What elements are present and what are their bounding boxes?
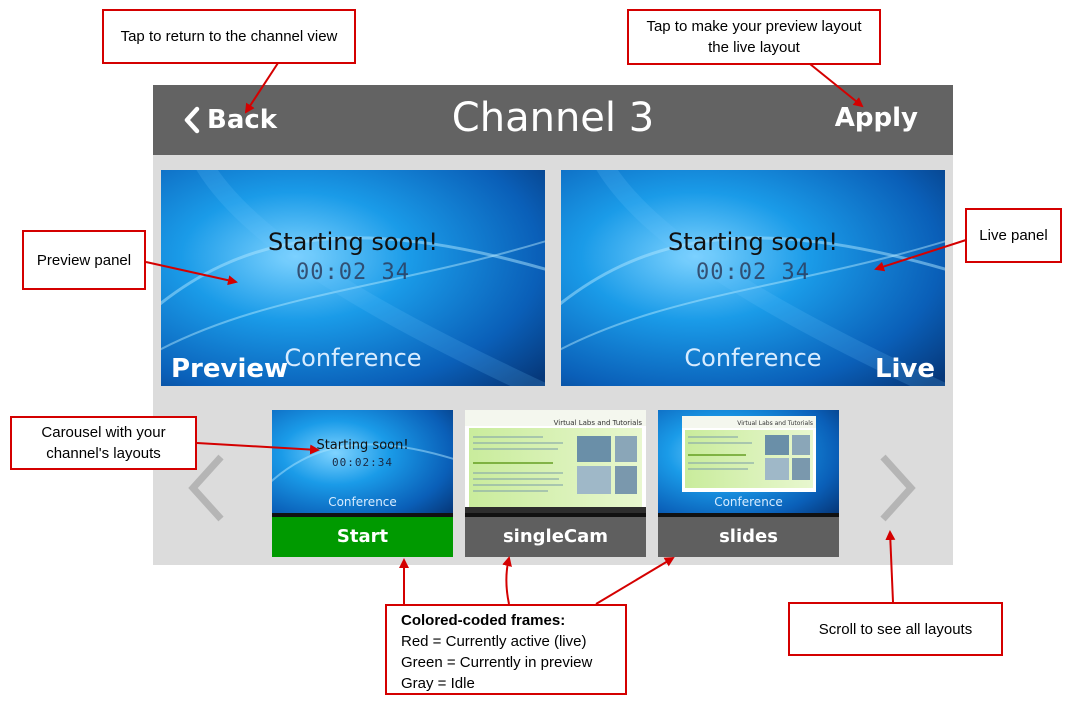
layout-thumb-image: Virtual Labs and Tutorials Conference [658, 410, 839, 517]
thumb-footer-text: Conference [714, 495, 783, 509]
layout-thumb-image: Virtual Labs and Tutorials [465, 410, 646, 517]
channel-title: Channel 3 [451, 95, 655, 141]
thumb-bottom-bar [272, 513, 453, 517]
layout-label-start: Start [272, 517, 453, 557]
layout-thumb-image: Starting soon! 00:02:34 Conference [272, 410, 453, 517]
frame-colors-red: Red = Currently active (live) [401, 633, 587, 650]
live-label: Live [874, 354, 935, 384]
live-timer: 00:02 34 [696, 260, 810, 285]
layout-label-slides: slides [658, 517, 839, 557]
thumb-slide-title: Starting soon! [316, 438, 409, 453]
live-slide-background [561, 170, 945, 386]
layout-thumb-slides[interactable]: Virtual Labs and Tutorials Conference sl… [658, 410, 839, 557]
carousel-prev-arrow-icon[interactable] [187, 453, 227, 523]
frame-colors-gray: Gray = Idle [401, 675, 475, 692]
callout-apply: Tap to make your preview layout the live… [627, 9, 881, 65]
callout-carousel-line2: channel's layouts [46, 445, 161, 462]
callout-frame-colors: Colored-coded frames: Red = Currently ac… [385, 604, 627, 695]
web-slide-header: Virtual Labs and Tutorials [553, 419, 642, 427]
preview-panel[interactable]: Starting soon! 00:02 34 Conference Previ… [161, 170, 545, 386]
callout-apply-line2: the live layout [708, 39, 800, 56]
layout-label-singlecam: singleCam [465, 517, 646, 557]
callout-apply-line1: Tap to make your preview layout [646, 18, 862, 35]
callout-back: Tap to return to the channel view [102, 9, 356, 64]
layout-thumb-start[interactable]: Starting soon! 00:02:34 Conference Start [272, 410, 453, 557]
embedded-slide: Virtual Labs and Tutorials [682, 416, 816, 492]
apply-button[interactable]: Apply [834, 103, 918, 133]
thumb-footer-text: Conference [328, 495, 397, 509]
web-slide-preview: Virtual Labs and Tutorials [465, 410, 646, 517]
callout-back-text: Tap to return to the channel view [120, 28, 338, 45]
callout-live: Live panel [965, 208, 1062, 263]
callout-preview: Preview panel [22, 230, 146, 290]
frame-colors-heading: Colored-coded frames: [401, 612, 566, 629]
thumb-bottom-bar [658, 513, 839, 517]
callout-carousel-line1: Carousel with your [41, 424, 166, 441]
channel-app: Back Channel 3 Apply Starting soon! 00:0… [153, 85, 953, 565]
embedded-slide-header: Virtual Labs and Tutorials [737, 420, 813, 427]
callout-carousel: Carousel with your channel's layouts [10, 416, 197, 470]
chevron-left-icon [184, 106, 200, 134]
preview-label: Preview [171, 354, 289, 384]
header-bar: Back Channel 3 Apply [153, 85, 953, 155]
layout-thumb-singlecam[interactable]: Virtual Labs and Tutorials [465, 410, 646, 557]
live-slide-title: Starting soon! [667, 228, 839, 256]
live-panel[interactable]: Starting soon! 00:02 34 Conference Live [561, 170, 945, 386]
carousel-next-arrow-icon[interactable] [877, 453, 917, 523]
frame-colors-green: Green = Currently in preview [401, 654, 593, 671]
callout-preview-text: Preview panel [36, 251, 132, 269]
callout-scroll: Scroll to see all layouts [788, 602, 1003, 656]
live-footer-text: Conference [684, 344, 822, 372]
preview-timer: 00:02 34 [296, 260, 410, 285]
callout-live-text: Live panel [979, 227, 1048, 244]
thumb-slide-background [272, 410, 453, 517]
preview-footer-text: Conference [284, 344, 422, 372]
thumb-bottom-bar [465, 513, 646, 517]
thumb-timer: 00:02:34 [332, 456, 393, 469]
preview-slide-title: Starting soon! [267, 228, 439, 256]
callout-scroll-text: Scroll to see all layouts [818, 620, 973, 638]
